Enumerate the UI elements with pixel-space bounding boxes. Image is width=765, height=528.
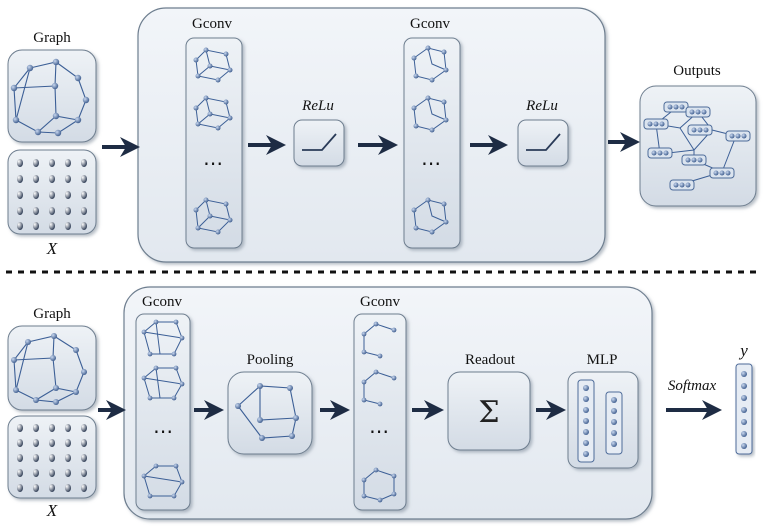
bottom-gconv2-ellipsis: ⋯ <box>369 419 391 443</box>
bottom-mlp-box <box>567 371 639 469</box>
bottom-feature-matrix <box>7 415 97 499</box>
bottom-mlp-label: MLP <box>587 352 618 368</box>
top-feature-matrix <box>7 149 97 235</box>
top-process-panel <box>137 7 606 263</box>
top-relu1-label: ReLu <box>301 98 334 114</box>
top-outputs-graph <box>639 85 757 207</box>
bottom-pooling-box <box>227 371 313 455</box>
top-gconv2-label: Gconv <box>410 16 450 32</box>
bottom-output-vector <box>735 363 753 455</box>
top-relu2-label: ReLu <box>525 98 558 114</box>
top-gconv1-ellipsis: ⋯ <box>203 151 225 175</box>
bottom-gconv2-column: ⋯ <box>353 313 407 511</box>
top-relu1-box <box>293 119 345 167</box>
bottom-gconv1-column: ⋯ <box>135 313 191 511</box>
bottom-gconv1-label: Gconv <box>142 294 182 310</box>
bottom-output-label: y <box>738 341 748 360</box>
top-input-graph <box>7 49 97 143</box>
bottom-softmax-label: Softmax <box>668 378 717 394</box>
top-gconv1-label: Gconv <box>192 16 232 32</box>
top-feature-label: X <box>46 239 58 258</box>
bottom-graph-label: Graph <box>33 306 71 322</box>
bottom-feature-label: X <box>46 501 58 520</box>
bottom-input-graph <box>7 325 97 411</box>
readout-sum-symbol: Σ <box>478 395 499 430</box>
top-graph-label: Graph <box>33 30 71 46</box>
bottom-gconv1-ellipsis: ⋯ <box>153 419 175 443</box>
top-gconv2-ellipsis: ⋯ <box>421 151 443 175</box>
bottom-gconv2-label: Gconv <box>360 294 400 310</box>
top-relu2-box <box>517 119 569 167</box>
top-outputs-label: Outputs <box>673 63 721 79</box>
top-gconv1-column: ⋯ <box>185 37 243 249</box>
bottom-readout-box: Σ <box>447 371 531 451</box>
bottom-readout-label: Readout <box>465 352 516 368</box>
top-gconv2-column: ⋯ <box>403 37 461 249</box>
bottom-pooling-label: Pooling <box>247 352 294 368</box>
